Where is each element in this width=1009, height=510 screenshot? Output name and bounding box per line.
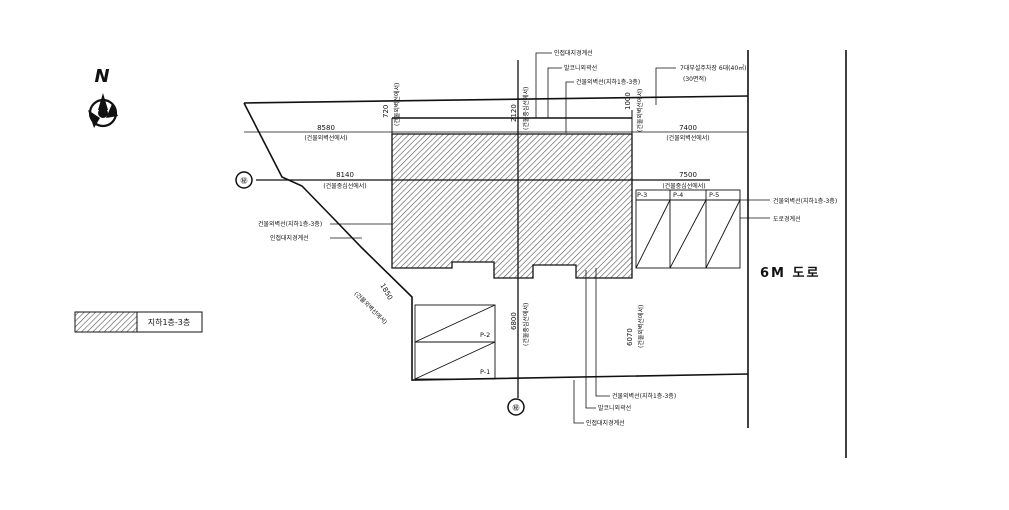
callout-leaders: [330, 52, 770, 424]
dim-7500: 7500: [679, 171, 697, 179]
axis-marker-left-icon: ㊙: [235, 171, 253, 189]
callout-top-right: 7대부설주차장 6대(40㎡): [680, 64, 747, 72]
dim-8140: 8140: [336, 171, 354, 179]
legend-swatch: [74, 311, 138, 333]
dim-2120: 2120: [510, 104, 518, 122]
callout-top-1: 인접대지경계선: [554, 49, 593, 57]
parking-label-p1: P-1: [480, 368, 490, 376]
axis-marker-bottom-icon: ㊙: [507, 398, 525, 416]
road-label: 6M 도로: [760, 266, 820, 281]
dim-1000-note: (건물외벽선에서): [636, 89, 644, 132]
parking-right: [635, 189, 741, 269]
dim-6800-note: (건물중심선에서): [522, 303, 530, 346]
dim-8580: 8580: [317, 124, 335, 132]
callout-left-1: 건물외벽선(지하1층-3층): [258, 220, 322, 228]
dim-1850-note: (건물외벽선에서): [353, 290, 389, 326]
north-arrow-icon: N: [88, 66, 118, 128]
parking-label-p3: P-3: [637, 191, 647, 199]
callout-bottom-2: 발코니외곽선: [598, 404, 631, 412]
svg-text:㊙: ㊙: [513, 404, 520, 412]
dim-6070: 6070: [626, 328, 634, 346]
callout-right-2: 도로경계선: [773, 215, 801, 223]
parking-label-p4: P-4: [673, 191, 683, 199]
center-axes: [244, 60, 748, 398]
dim-1850: 1850: [378, 282, 394, 301]
parking-label-p5: P-5: [709, 191, 719, 199]
dim-1000: 1000: [624, 92, 632, 110]
parking-label-p2: P-2: [480, 331, 490, 339]
building-footprint: [391, 110, 633, 279]
legend-label: 지하1층-3층: [148, 317, 191, 327]
callout-bottom-1: 건물외벽선(지하1층-3층): [612, 392, 676, 400]
site-boundary: [243, 50, 847, 458]
dim-7500-note: (건물중심선에서): [662, 182, 705, 190]
north-label: N: [94, 66, 109, 87]
dim-6070-note: (건물외벽선에서): [637, 305, 645, 348]
dim-2120-note: (건물중심선에서): [522, 87, 530, 130]
callout-right-1: 건물외벽선(지하1층-3층): [773, 197, 837, 205]
legend: 지하1층-3층: [74, 311, 203, 333]
callout-bottom-3: 인접대지경계선: [586, 419, 625, 427]
callout-top-2: 발코니외곽선: [564, 64, 597, 72]
dim-6800: 6800: [510, 312, 518, 330]
callout-top-right-2: (30면적): [683, 75, 706, 83]
dim-8580-note: (건물외벽선에서): [304, 134, 347, 142]
parking-left: [414, 304, 496, 380]
dim-7400-note: (건물외벽선에서): [666, 134, 709, 142]
dim-720-note: (건물외벽선에서): [393, 83, 401, 126]
dim-720: 720: [382, 105, 390, 118]
callout-top-3: 건물외벽선(지하1층-3층): [576, 78, 640, 86]
svg-text:㊙: ㊙: [241, 177, 248, 185]
dim-7400: 7400: [679, 124, 697, 132]
callout-left-2: 인접대지경계선: [270, 234, 309, 242]
dim-8140-note: (건물중심선에서): [323, 182, 366, 190]
